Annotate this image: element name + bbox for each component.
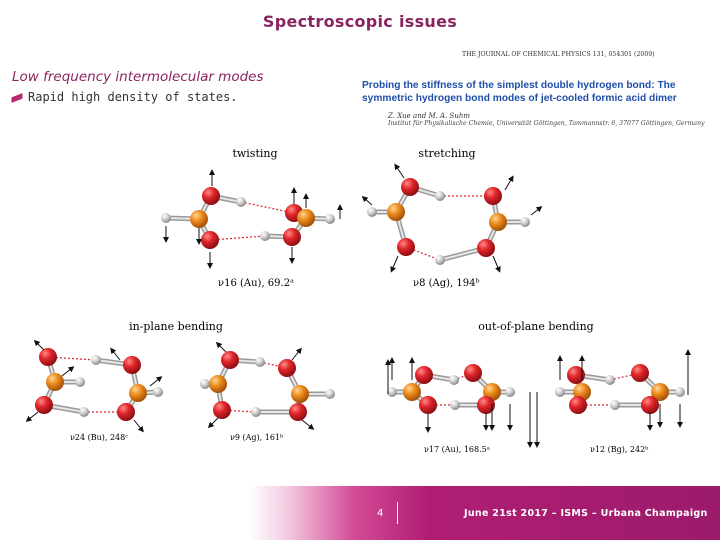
oopb1-dimer-oxygen-atom <box>464 364 482 382</box>
twisting-dimer-hydrogen-atom <box>325 214 335 224</box>
stretching-dimer-displacement-arrow <box>530 206 543 216</box>
twisting-dimer-hydrogen-bond <box>240 201 295 214</box>
twisting-dimer-oxygen-atom <box>283 228 301 246</box>
footer-divider <box>397 502 398 524</box>
twisting-dimer-carbon-atom <box>190 210 208 228</box>
stretching-dimer-hydrogen-atom <box>435 255 445 265</box>
stretching-dimer-oxygen-atom <box>397 238 415 256</box>
panel-label-in-plane-bending: in-plane bending <box>129 320 223 333</box>
stretching-dimer-carbon-atom <box>387 203 405 221</box>
stretching-dimer-oxygen-atom <box>484 187 502 205</box>
oopb2-dimer-hydrogen-atom <box>610 400 620 410</box>
stretching-dimer-carbon-atom <box>489 213 507 231</box>
twisting-dimer-hydrogen-atom <box>161 213 171 223</box>
twisting-dimer-carbon-atom <box>297 209 315 227</box>
oopb1-dimer-oxygen-atom <box>477 396 495 414</box>
stretching-dimer-displacement-arrow <box>361 196 373 206</box>
stretching-dimer-hydrogen-atom <box>435 191 445 201</box>
oopb2-dimer-hydrogen-atom <box>605 375 615 385</box>
mode-label-twist: ν16 (Au), 69.2ᵃ <box>218 278 294 289</box>
twisting-dimer-hydrogen-bond <box>209 235 266 241</box>
molecule-figure: twisting stretching in-plane bending out… <box>25 147 691 454</box>
stretching-dimer-oxygen-atom <box>401 178 419 196</box>
ipb1-dimer-displacement-arrow <box>110 347 121 361</box>
footer-text: June 21st 2017 – ISMS – Urbana Champaign <box>464 508 708 519</box>
oopb2-dimer-oxygen-atom <box>631 364 649 382</box>
oopb1-dimer-carbon-atom <box>403 383 421 401</box>
footer-bar <box>250 486 720 540</box>
journal-header: THE JOURNAL OF CHEMICAL PHYSICS 131, 054… <box>462 51 655 58</box>
ipb2-dimer-hydrogen-atom <box>325 389 335 399</box>
oopb2-dimer-oxygen-atom <box>567 366 585 384</box>
mode-label-oopb1: ν17 (Au), 168.5ᵃ <box>424 445 490 454</box>
stretching-dimer-hydrogen-atom <box>367 207 377 217</box>
page-number: 4 <box>377 508 384 519</box>
ipb1-dimer-displacement-arrow <box>33 339 45 351</box>
oopb2-dimer-carbon-atom <box>651 383 669 401</box>
ipb1-dimer-oxygen-atom <box>117 403 135 421</box>
ipb1-dimer-carbon-atom <box>46 373 64 391</box>
ipb2-dimer-carbon-atom <box>291 385 309 403</box>
ipb2-dimer-displacement-arrow <box>215 341 227 353</box>
ipb1-dimer-hydrogen-atom <box>79 407 89 417</box>
ipb2-dimer-oxygen-atom <box>278 359 296 377</box>
ipb1-dimer-hydrogen-atom <box>75 377 85 387</box>
ipb2-dimer-oxygen-atom <box>289 403 307 421</box>
stretching-dimer-displacement-arrow <box>492 255 501 273</box>
stretching-dimer-displacement-arrow <box>394 163 405 179</box>
oopb2-dimer-hydrogen-atom <box>555 387 565 397</box>
panel-label-stretching: stretching <box>418 147 475 160</box>
oopb1-dimer-hydrogen-atom <box>450 400 460 410</box>
twisting-dimer-oxygen-atom <box>201 231 219 249</box>
oopb1-dimer-oxygen-atom <box>415 366 433 384</box>
ipb1-dimer-oxygen-atom <box>35 396 53 414</box>
mode-label-ipb2: ν9 (Ag), 161ᵇ <box>230 433 283 442</box>
ipb2-dimer-hydrogen-atom <box>200 379 210 389</box>
twisting-dimer-hydrogen-atom <box>236 197 246 207</box>
mode-label-ipb1: ν24 (Bu), 248ᶜ <box>70 433 128 442</box>
ipb1-dimer-displacement-arrow <box>149 376 163 387</box>
oopb1-dimer-oxygen-atom <box>419 396 437 414</box>
ipb2-dimer-displacement-arrow <box>301 419 315 430</box>
ipb2-dimer-displacement-arrow <box>291 347 302 361</box>
ipb2-dimer-displacement-arrow <box>207 417 219 429</box>
ipb1-dimer-hydrogen-atom <box>153 387 163 397</box>
ipb1-dimer-hydrogen-atom <box>91 355 101 365</box>
oopb2-dimer-oxygen-atom <box>569 396 587 414</box>
ipb1-dimer-displacement-arrow <box>133 419 144 433</box>
twisting-dimer-hydrogen-atom <box>260 231 270 241</box>
stretching-dimer-displacement-arrow <box>504 175 514 191</box>
oopb1-dimer-hydrogen-atom <box>449 375 459 385</box>
ipb2-dimer-oxygen-atom <box>221 351 239 369</box>
ipb1-dimer-oxygen-atom <box>123 356 141 374</box>
stretching-dimer-displacement-arrow <box>390 255 399 273</box>
ipb2-dimer-hydrogen-atom <box>255 357 265 367</box>
slide-subtitle: Low frequency intermolecular modes <box>12 69 264 85</box>
ipb1-dimer-displacement-arrow <box>61 366 75 377</box>
mode-label-oopb2: ν12 (Bg), 242ᵇ <box>590 445 648 454</box>
stretching-dimer-oxygen-atom <box>477 239 495 257</box>
oopb2-dimer-oxygen-atom <box>641 396 659 414</box>
oopb1-dimer-hydrogen-atom <box>505 387 515 397</box>
paper-affiliation: Institut für Physikalische Chemie, Unive… <box>388 120 705 127</box>
ipb2-dimer-oxygen-atom <box>213 401 231 419</box>
panel-label-out-of-plane-bending: out-of-plane bending <box>478 320 593 333</box>
twisting-dimer-oxygen-atom <box>202 187 220 205</box>
ipb2-dimer-hydrogen-atom <box>251 407 261 417</box>
oopb1-dimer-hydrogen-atom <box>387 387 397 397</box>
ipb1-dimer-carbon-atom <box>129 384 147 402</box>
oopb2-dimer-hydrogen-atom <box>675 387 685 397</box>
stretching-dimer-hydrogen-atom <box>520 217 530 227</box>
mode-label-stretch: ν8 (Ag), 194ᵇ <box>413 278 480 289</box>
bullet-item: Rapid high density of states. <box>11 90 238 104</box>
ipb1-dimer-oxygen-atom <box>39 348 57 366</box>
panel-label-twisting: twisting <box>232 147 277 160</box>
paper-title: Probing the stiffness of the simplest do… <box>362 80 677 104</box>
ipb1-dimer-displacement-arrow <box>25 411 39 422</box>
paper-authors: Z. Xue and M. A. Suhm <box>388 112 471 120</box>
ipb2-dimer-carbon-atom <box>209 375 227 393</box>
bullet-text: Rapid high density of states. <box>28 90 238 104</box>
slide-title: Spectroscopic issues <box>262 12 458 31</box>
